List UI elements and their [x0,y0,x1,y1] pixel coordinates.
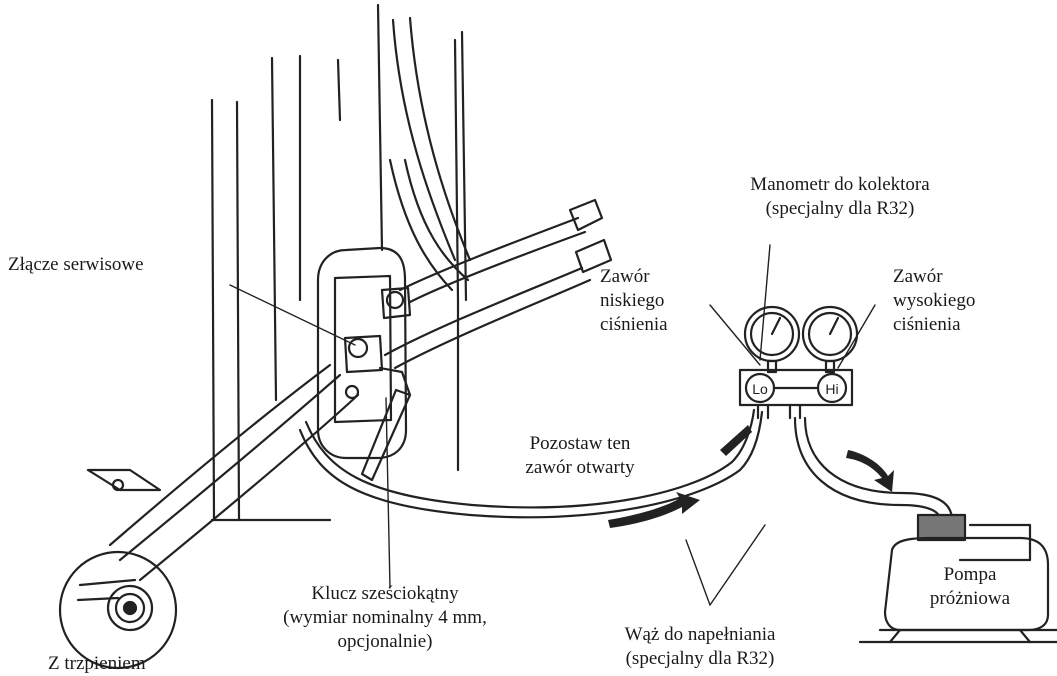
low-valve-line-2: niskiego [600,289,668,313]
leave-valve-open-label: Pozostaw ten zawór otwarty [480,432,680,480]
high-valve-line-3: ciśnienia [893,313,975,337]
hex-key-line-1: Klucz sześciokątny [225,582,545,606]
high-valve-line-1: Zawór [893,265,975,289]
gauge-manifold-label-line-1: Manometr do kolektora [690,173,990,197]
gauge-hi-text: Hi [825,381,838,397]
leave-open-line-2: zawór otwarty [480,456,680,480]
mounting-bracket [88,470,160,490]
refrigerant-pipes [385,18,590,368]
low-pressure-valve-label: Zawór niskiego ciśnienia [600,265,668,337]
leader-lines [230,245,875,605]
charge-hose-line-2: (specjalny dla R32) [565,647,835,671]
vacuum-pump-label: Pompa próżniowa [910,563,1030,611]
charge-hose-line-1: Wąż do napełniania [565,623,835,647]
service-port-label: Złącze serwisowe [8,253,144,277]
charge-hose-label: Wąż do napełniania (specjalny dla R32) [565,623,835,671]
gauge-lo-text: Lo [752,381,768,397]
hex-key-line-3: opcjonalnie) [225,630,545,654]
leave-open-line-1: Pozostaw ten [480,432,680,456]
high-pressure-valve-label: Zawór wysokiego ciśnienia [893,265,975,337]
pin-detail-magnifier [60,552,176,668]
valve-panel [318,248,406,458]
gauge-manifold-label-line-2: (specjalny dla R32) [690,197,990,221]
vacuum-pump-line-2: próżniowa [910,587,1030,611]
gauge-manifold-label: Manometr do kolektora (specjalny dla R32… [690,173,990,221]
charge-hose-adapter [110,365,358,580]
vacuum-pump-line-1: Pompa [910,563,1030,587]
service-valves [345,288,410,398]
outdoor-unit-panels [212,5,466,520]
hex-key-line-2: (wymiar nominalny 4 mm, [225,606,545,630]
low-valve-line-1: Zawór [600,265,668,289]
high-valve-line-2: wysokiego [893,289,975,313]
hex-key-label: Klucz sześciokątny (wymiar nominalny 4 m… [225,582,545,654]
low-valve-line-3: ciśnienia [600,313,668,337]
with-pin-label: Z trzpieniem [48,652,146,676]
